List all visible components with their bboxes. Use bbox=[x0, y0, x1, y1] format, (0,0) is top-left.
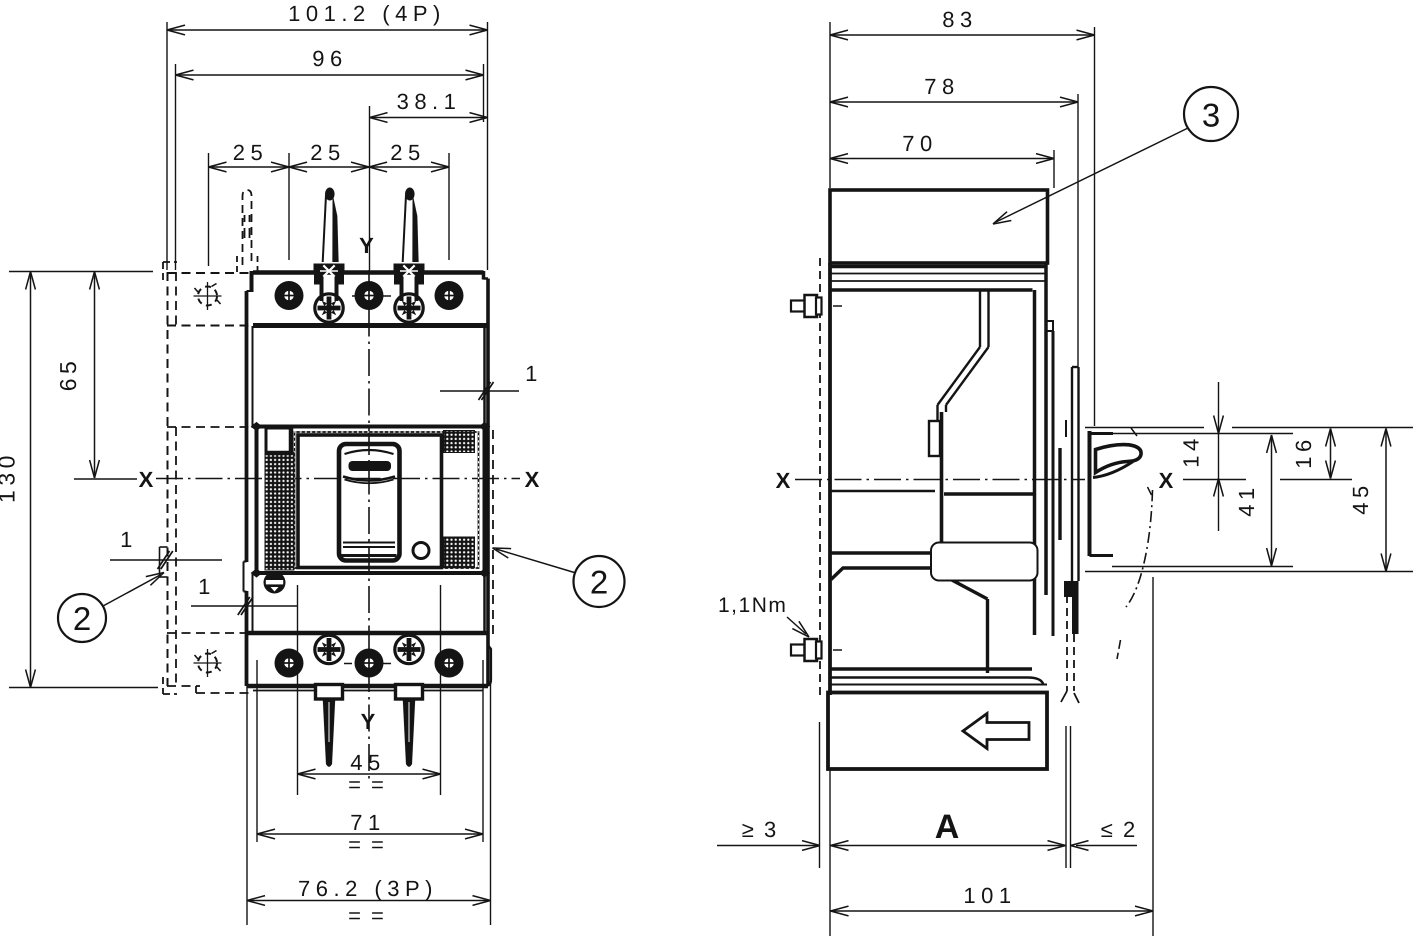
svg-text:96: 96 bbox=[312, 46, 347, 71]
svg-text:1: 1 bbox=[120, 527, 138, 552]
svg-text:78: 78 bbox=[924, 74, 959, 99]
svg-text:1,1Nm: 1,1Nm bbox=[718, 594, 787, 617]
svg-text:101: 101 bbox=[963, 883, 1016, 908]
svg-text:65: 65 bbox=[55, 357, 81, 392]
svg-text:45: 45 bbox=[1348, 481, 1373, 514]
svg-text:X: X bbox=[139, 467, 154, 492]
svg-text:25: 25 bbox=[390, 140, 425, 165]
svg-text:38.1: 38.1 bbox=[397, 89, 462, 114]
svg-text:= =: = = bbox=[348, 903, 386, 928]
svg-text:70: 70 bbox=[902, 131, 937, 156]
svg-text:83: 83 bbox=[942, 7, 977, 32]
svg-text:71: 71 bbox=[350, 810, 385, 835]
svg-text:≤ 2: ≤ 2 bbox=[1101, 817, 1137, 842]
svg-text:25: 25 bbox=[233, 140, 268, 165]
svg-text:X: X bbox=[525, 467, 540, 492]
svg-text:X: X bbox=[776, 468, 791, 493]
svg-text:101.2 (4P): 101.2 (4P) bbox=[288, 1, 446, 26]
svg-text:2: 2 bbox=[590, 564, 608, 601]
svg-text:1: 1 bbox=[525, 361, 543, 386]
svg-text:≥ 3: ≥ 3 bbox=[742, 817, 778, 842]
svg-text:76.2 (3P): 76.2 (3P) bbox=[298, 876, 438, 901]
svg-text:A: A bbox=[935, 808, 960, 846]
svg-text:45: 45 bbox=[350, 750, 385, 775]
svg-text:2: 2 bbox=[73, 600, 91, 637]
svg-text:16: 16 bbox=[1291, 435, 1316, 468]
svg-text:Y: Y bbox=[361, 709, 376, 734]
svg-text:41: 41 bbox=[1234, 483, 1259, 516]
svg-text:= =: = = bbox=[348, 772, 386, 797]
svg-text:14: 14 bbox=[1179, 434, 1204, 467]
svg-text:25: 25 bbox=[310, 140, 345, 165]
svg-text:3: 3 bbox=[1202, 97, 1220, 134]
svg-text:Y: Y bbox=[359, 233, 374, 258]
svg-text:130: 130 bbox=[0, 451, 20, 503]
svg-text:= =: = = bbox=[348, 832, 386, 857]
svg-text:1: 1 bbox=[198, 574, 216, 599]
svg-text:X: X bbox=[1159, 468, 1174, 493]
